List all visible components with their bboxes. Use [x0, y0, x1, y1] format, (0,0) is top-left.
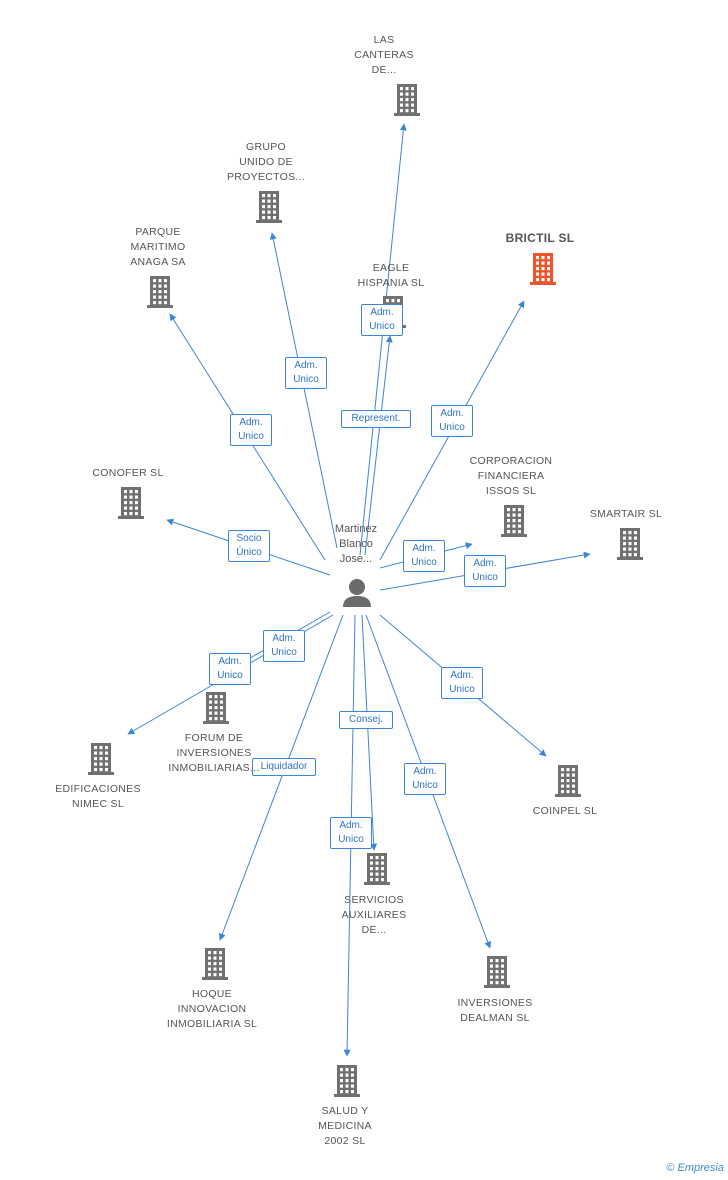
relation-label-brictil[interactable]: Adm. Unico — [431, 405, 473, 437]
building-icon-smartair[interactable] — [617, 528, 643, 560]
relation-label-servicios[interactable]: Consej. — [339, 711, 393, 729]
building-icon-hoque[interactable] — [202, 948, 228, 980]
building-icon-edificaciones[interactable] — [88, 743, 114, 775]
person-icon[interactable] — [343, 579, 371, 607]
building-icon-grupo-unido[interactable] — [256, 191, 282, 223]
person-name[interactable]: Martinez Blanco Jose... — [334, 523, 378, 565]
edge-eagle-hispania — [364, 335, 393, 556]
edge-hoque — [218, 614, 344, 941]
relation-label-las-canteras[interactable]: Adm. Unico — [361, 304, 403, 336]
company-name-smartair[interactable]: SMARTAIR SL — [589, 508, 663, 520]
building-icon-conofer[interactable] — [118, 487, 144, 519]
company-name-servicios[interactable]: SERVICIOS AUXILIARES DE... — [341, 894, 407, 936]
company-name-inversiones-dealman[interactable]: INVERSIONES DEALMAN SL — [457, 997, 533, 1024]
company-name-las-canteras[interactable]: LAS CANTERAS DE... — [354, 34, 414, 76]
building-icon-servicios[interactable] — [364, 853, 390, 885]
company-name-coinpel[interactable]: COINPEL SL — [532, 805, 598, 817]
footer-brand: © Empresia — [666, 1162, 724, 1174]
relation-label-forum[interactable]: Adm. Unico — [263, 630, 305, 662]
company-name-brictil[interactable]: BRICTIL SL — [505, 231, 575, 245]
relation-label-grupo-unido[interactable]: Adm. Unico — [285, 357, 327, 389]
company-name-salud[interactable]: SALUD Y MEDICINA 2002 SL — [318, 1105, 372, 1147]
relation-label-edificaciones[interactable]: Adm. Unico — [209, 653, 251, 685]
relation-label-eagle-hispania[interactable]: Represent. — [341, 410, 411, 428]
edge-servicios — [361, 614, 378, 851]
building-icon-brictil[interactable] — [530, 253, 556, 285]
building-icon-parque-maritimo[interactable] — [147, 276, 173, 308]
building-icon-corporacion[interactable] — [501, 505, 527, 537]
company-name-grupo-unido[interactable]: GRUPO UNIDO DE PROYECTOS... — [226, 141, 306, 183]
brand-name: Empresia — [677, 1162, 724, 1174]
edge-las-canteras — [359, 123, 407, 556]
copyright-symbol: © — [666, 1162, 675, 1174]
building-icon-coinpel[interactable] — [555, 765, 581, 797]
relation-label-salud[interactable]: Adm. Unico — [330, 817, 372, 849]
building-icon-salud[interactable] — [334, 1065, 360, 1097]
company-name-conofer[interactable]: CONOFER SL — [92, 467, 164, 479]
relation-label-hoque[interactable]: Liquidador — [252, 758, 316, 776]
relation-label-parque-maritimo[interactable]: Adm. Unico — [230, 414, 272, 446]
edge-grupo-unido — [269, 232, 338, 549]
relation-label-smartair[interactable]: Adm. Unico — [464, 555, 506, 587]
company-name-edificaciones[interactable]: EDIFICACIONES NIMEC SL — [55, 783, 141, 810]
relation-label-conofer[interactable]: Socio Único — [228, 530, 270, 562]
company-name-eagle-hispania[interactable]: EAGLE HISPANIA SL — [357, 262, 425, 289]
building-icon-las-canteras[interactable] — [394, 84, 420, 116]
company-name-hoque[interactable]: HOQUE INNOVACION INMOBILIARIA SL — [166, 988, 258, 1030]
relation-label-corporacion[interactable]: Adm. Unico — [403, 540, 445, 572]
building-icon-inversiones-dealman[interactable] — [484, 956, 510, 988]
company-name-forum[interactable]: FORUM DE INVERSIONES INMOBILIARIAS... — [168, 732, 260, 774]
relation-label-inversiones-dealman[interactable]: Adm. Unico — [404, 763, 446, 795]
company-name-corporacion[interactable]: CORPORACION FINANCIERA ISSOS SL — [469, 455, 553, 497]
relation-label-coinpel[interactable]: Adm. Unico — [441, 667, 483, 699]
company-name-parque-maritimo[interactable]: PARQUE MARITIMO ANAGA SA — [130, 226, 186, 268]
building-icon-forum[interactable] — [203, 692, 229, 724]
